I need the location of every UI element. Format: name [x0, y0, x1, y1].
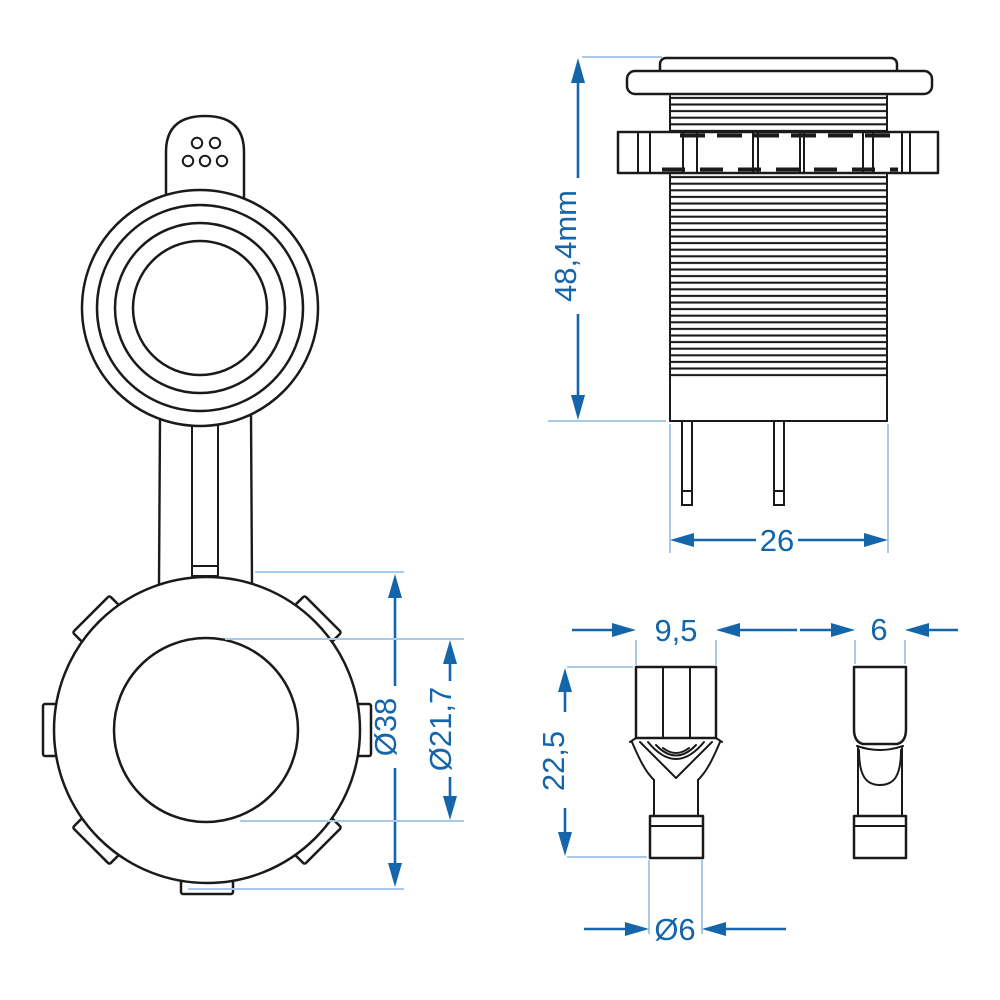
dimension-label-crimp-diameter: Ø6	[654, 912, 695, 947]
dimension-socket-inner-diameter: Ø21,7	[225, 638, 464, 822]
lower-threads	[669, 173, 888, 422]
dimension-label-small-terminal-width: 6	[870, 612, 887, 647]
terminal-side-view	[852, 665, 908, 860]
terminal-side-crimp-barrel	[852, 814, 908, 860]
dimension-label-inner-diameter: Ø21,7	[423, 687, 458, 771]
dimension-label-body-width: 26	[760, 523, 794, 558]
lock-nut	[616, 130, 940, 175]
dimension-label-body-height: 48,4mm	[548, 190, 583, 302]
terminal-side-body	[852, 665, 908, 746]
upper-threads	[669, 95, 888, 134]
cap-hinge-tab	[164, 114, 246, 212]
terminal-front-view	[629, 665, 723, 860]
terminal-taper	[629, 737, 723, 781]
terminal-crimp-barrel	[648, 814, 705, 860]
dimension-socket-outer-diameter: Ø38	[188, 571, 404, 890]
terminal-pins	[681, 420, 785, 506]
dimension-label-outer-diameter: Ø38	[368, 698, 403, 757]
dimension-label-terminal-height: 22,5	[536, 731, 571, 791]
dimension-small-terminal-width: 6	[800, 612, 958, 664]
terminal-receptacle-body	[634, 665, 718, 740]
dimension-terminal-crimp-diameter: Ø6	[584, 860, 786, 947]
socket-inner-circle	[112, 636, 300, 824]
socket-flange	[625, 69, 934, 96]
front-view-socket	[41, 575, 373, 896]
dimension-terminal-width: 9,5	[572, 613, 797, 665]
front-view-cap	[80, 114, 320, 428]
dimension-body-width: 26	[669, 424, 889, 558]
dimension-body-height: 48,4mm	[548, 56, 666, 422]
cap-inner-ring	[131, 239, 269, 377]
cap-tab-grip-holes	[181, 136, 229, 168]
cap-retaining-strap	[157, 413, 254, 586]
dimension-terminal-height: 22,5	[536, 666, 647, 858]
side-view-socket-body	[616, 56, 940, 506]
dimension-label-terminal-width: 9,5	[654, 613, 697, 648]
